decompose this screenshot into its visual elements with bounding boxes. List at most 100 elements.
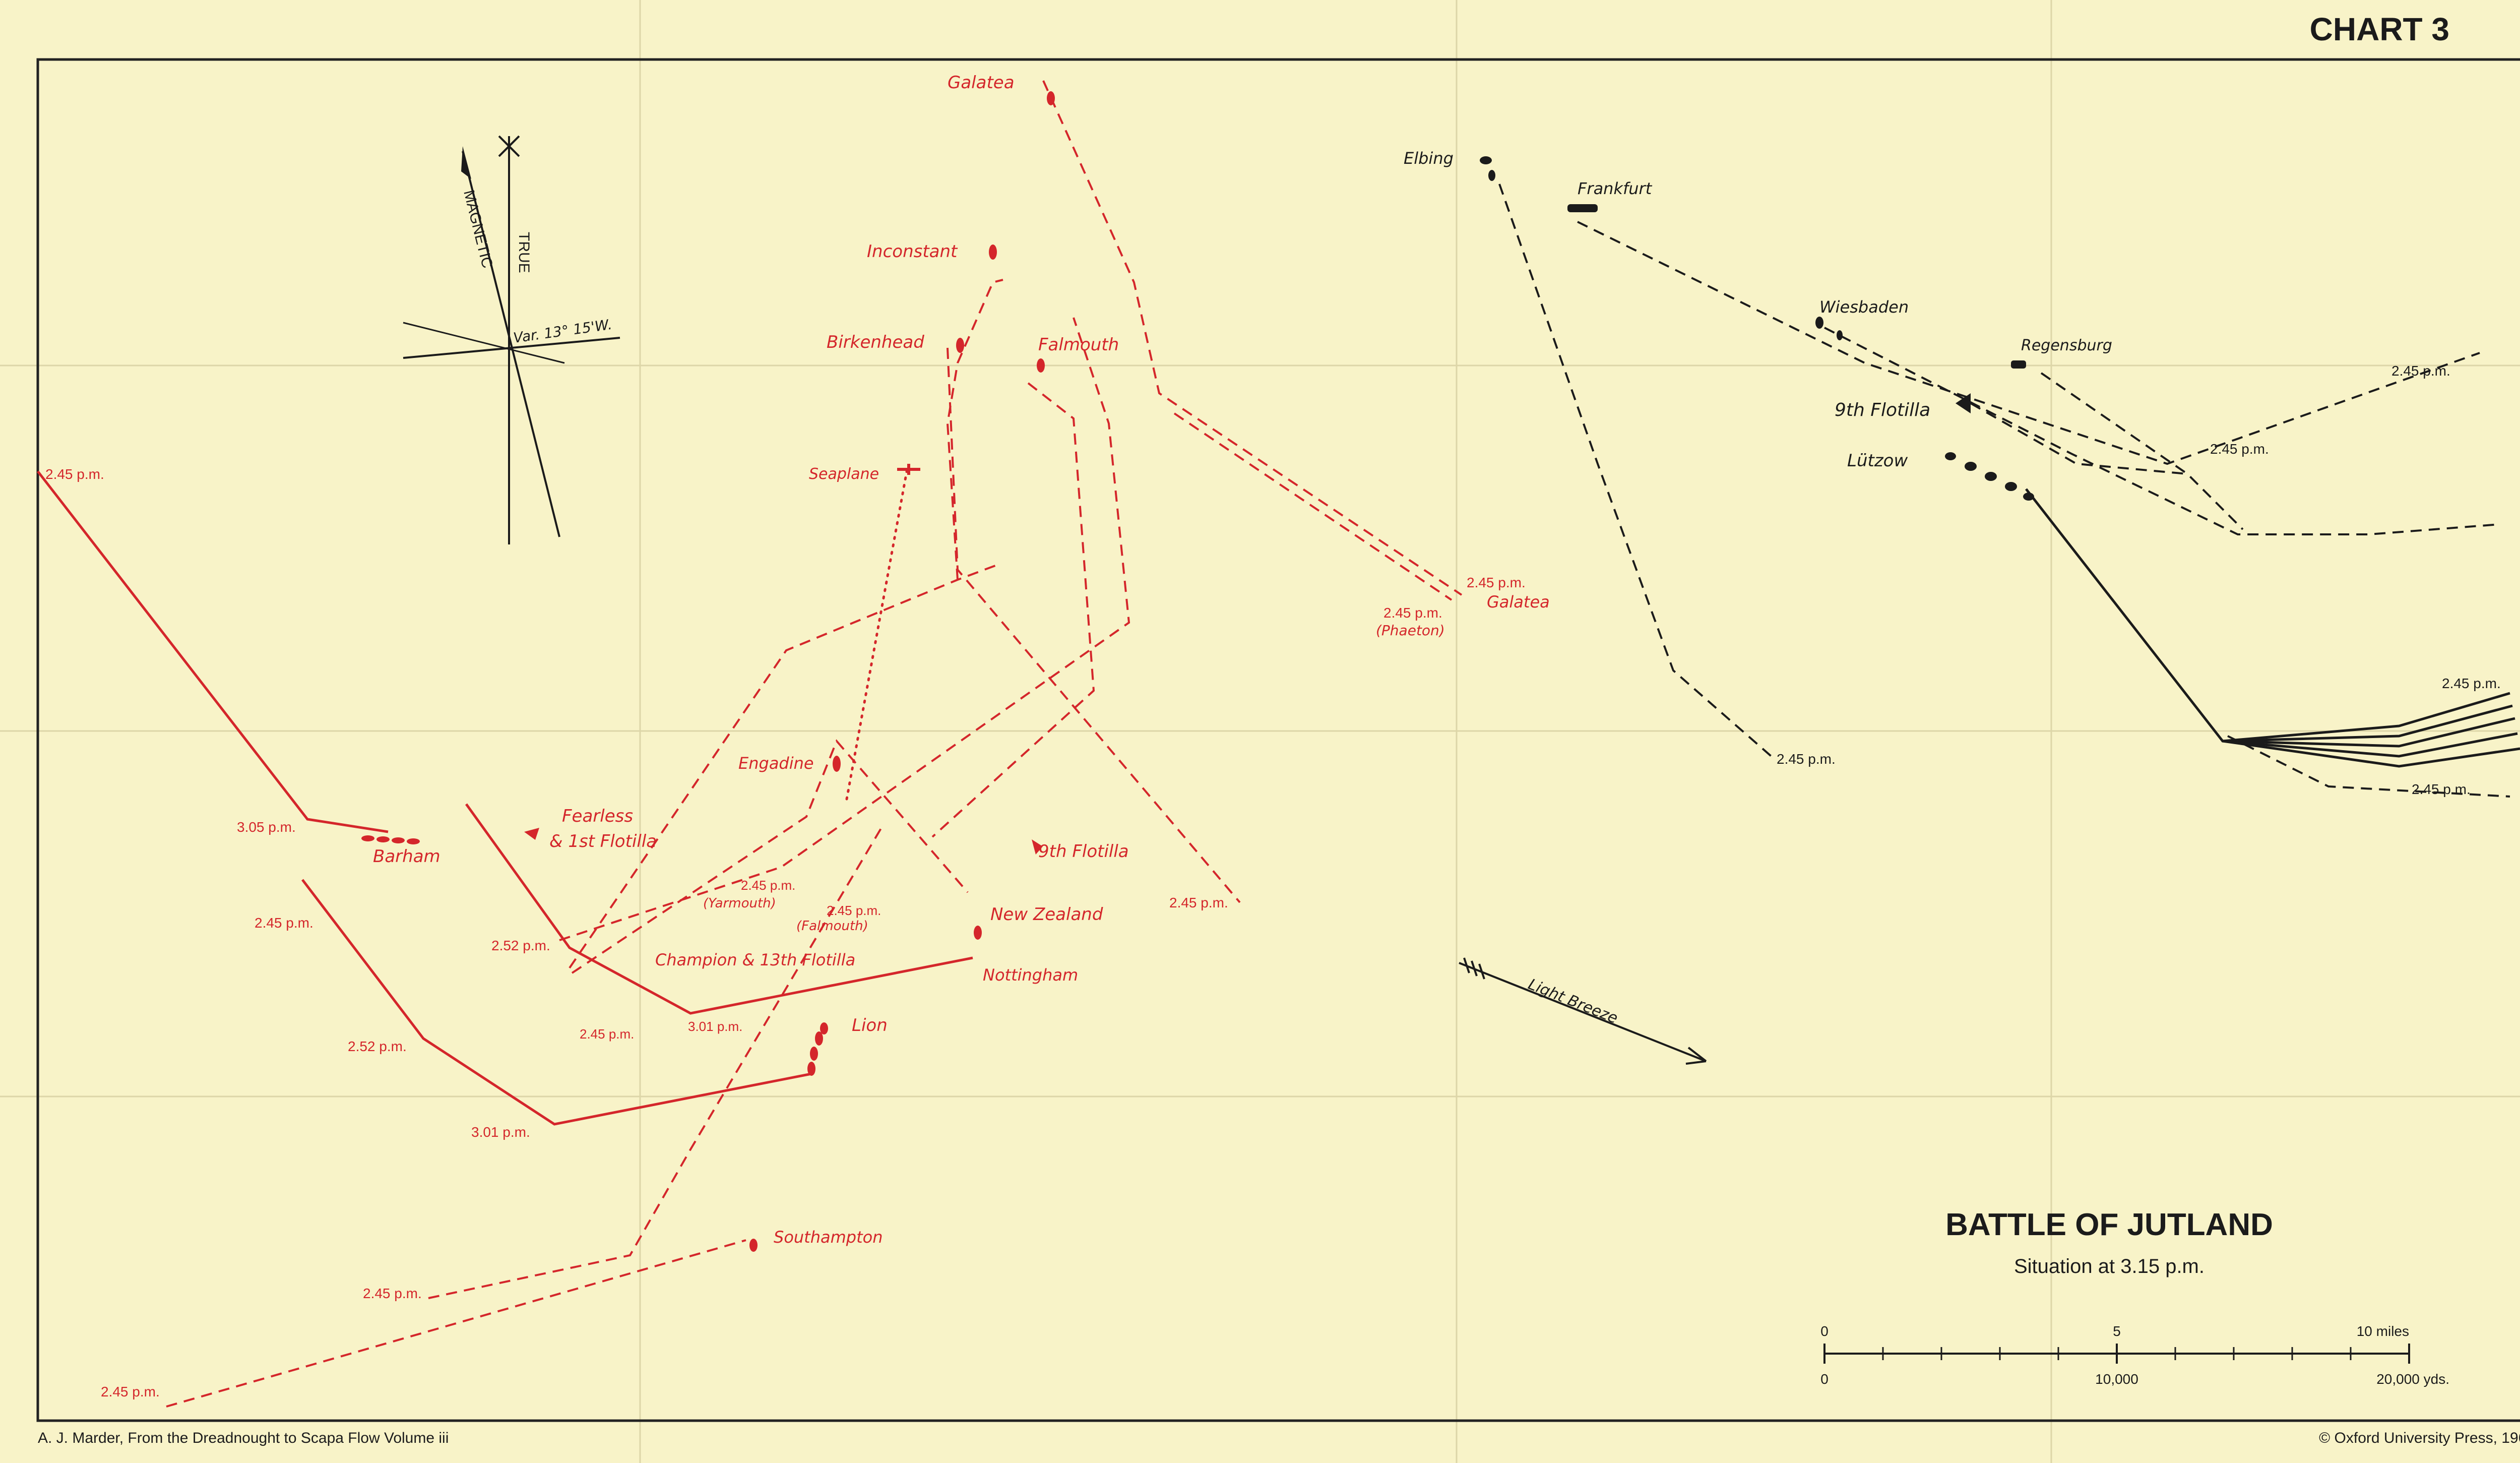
- label-first-flotilla: & 1st Flotilla: [549, 831, 657, 851]
- wind-indicator: Light Breeze: [1459, 957, 1707, 1065]
- elbing-track: [1498, 184, 1775, 760]
- scale-bar: 0 5 10 miles 0 10,000 20,000 yds.: [1820, 1323, 2449, 1387]
- label-nottingham: Nottingham: [983, 965, 1078, 985]
- label-galatea-right: Galatea: [1487, 592, 1550, 612]
- lion-track: [301, 879, 812, 1126]
- true-label: TRUE: [516, 232, 532, 273]
- time-252-a: 2.52 p.m.: [491, 938, 550, 953]
- scale-yds-0: 0: [1820, 1371, 1829, 1387]
- wind-arrowhead-icon: [1685, 1047, 1707, 1065]
- variation-label: Var. 13° 15'W.: [512, 316, 613, 346]
- lutzow-track-4: [2222, 732, 2518, 758]
- label-falmouth-paren: (Falmouth): [796, 919, 868, 934]
- champion-track: [559, 317, 1130, 941]
- scale-miles-10: 10 miles: [2357, 1323, 2409, 1339]
- scale-miles-5: 5: [2113, 1323, 2121, 1339]
- ninth-flotilla-arrow-icon: [1956, 393, 1971, 413]
- new-zealand-ship-icon: [974, 926, 982, 940]
- phaeton-path: [1173, 412, 1453, 601]
- label-lion: Lion: [852, 1015, 888, 1035]
- wiesbaden-ship-icon: [1815, 317, 1843, 340]
- time-german-a: 2.45 p.m.: [2391, 363, 2450, 379]
- map-frame: [36, 58, 2520, 1422]
- elbing-ship-icon: [1480, 156, 1495, 181]
- lutzow-track-5: [2222, 740, 2520, 768]
- galatea-track: [947, 347, 1241, 903]
- scale-miles-0: 0: [1820, 1323, 1829, 1339]
- time-245-south: 2.45 p.m.: [363, 1286, 422, 1301]
- falmouth-ship-icon: [1037, 358, 1045, 373]
- falmouth-track: [931, 382, 1095, 838]
- galatea-ship-icon: [1047, 91, 1055, 105]
- lutzow-track-2: [2222, 704, 2513, 743]
- southampton-ship-icon: [749, 1239, 758, 1252]
- credit-right: © Oxford University Press, 1966: [2319, 1430, 2520, 1446]
- frankfurt-track: [1577, 221, 2480, 465]
- label-ninth-flotilla: 9th Flotilla: [1038, 841, 1129, 862]
- time-245-yarmouth: 2.45 p.m.: [741, 878, 795, 893]
- time-245-mid: 2.45 p.m.: [255, 915, 313, 931]
- southampton-track: [166, 1239, 746, 1408]
- lion-ships-icon: [807, 1022, 828, 1076]
- label-champion: Champion & 13th Flotilla: [655, 950, 855, 969]
- lutzow-track-3: [2222, 717, 2515, 748]
- german-forces: Elbing Frankfurt Wiesbaden Regensburg 9t…: [1404, 149, 2520, 798]
- label-lutzow: Lützow: [1847, 451, 1908, 471]
- label-yarmouth: (Yarmouth): [703, 896, 776, 911]
- regensburg-ship-icon: [2011, 360, 2026, 369]
- seaplane-icon: [897, 464, 920, 475]
- birkenhead-track: [569, 564, 998, 969]
- wind-feather-icon: [1463, 957, 1485, 980]
- magnetic-arrow-icon: [461, 146, 471, 179]
- german-lower-track: [2227, 735, 2510, 798]
- time-245-low: 2.45 p.m.: [580, 1026, 634, 1042]
- fearless-track: [571, 739, 969, 974]
- label-falmouth: Falmouth: [1038, 335, 1119, 355]
- label-wiesbaden: Wiesbaden: [1819, 297, 1909, 317]
- time-245-galatea: 2.45 p.m.: [1467, 575, 1526, 590]
- wind-label: Light Breeze: [1526, 976, 1620, 1027]
- new-zealand-track: [465, 803, 973, 1015]
- label-barham: Barham: [373, 846, 440, 867]
- magnetic-label: MAGNETIC: [460, 189, 495, 270]
- time-245-falmouth: 2.45 p.m.: [827, 903, 881, 918]
- time-german-d: 2.45 p.m.: [2412, 781, 2471, 797]
- lutzow-track-1: [2025, 488, 2510, 743]
- fearless-arrow-icon: [524, 828, 539, 840]
- label-birkenhead: Birkenhead: [827, 332, 924, 352]
- barham-ships-icon: [361, 835, 420, 844]
- compass-rose: TRUE MAGNETIC Var. 13° 15'W.: [403, 135, 620, 544]
- time-301-b: 3.01 p.m.: [471, 1124, 530, 1140]
- ninth-flotilla-arrow-icon: [1032, 839, 1043, 855]
- inconstant-ship-icon: [989, 245, 997, 260]
- time-german-b: 2.45 p.m.: [2210, 441, 2269, 457]
- time-245-bottom: 2.45 p.m.: [101, 1384, 160, 1399]
- time-german-e: 2.45 p.m.: [1777, 751, 1836, 767]
- compass-crossbar: [403, 337, 620, 359]
- barham-track: [37, 470, 389, 833]
- label-inconstant: Inconstant: [867, 241, 958, 262]
- label-engadine: Engadine: [738, 754, 814, 773]
- time-245-phaeton: 2.45 p.m.: [1383, 605, 1442, 621]
- chart-label: CHART 3: [2310, 11, 2449, 47]
- map-title: BATTLE OF JUTLAND: [1945, 1207, 2273, 1242]
- label-southampton: Southampton: [774, 1228, 883, 1247]
- time-305: 3.05 p.m.: [237, 819, 296, 835]
- lutzow-ships-icon: [1945, 452, 2034, 501]
- map-subtitle: Situation at 3.15 p.m.: [2014, 1255, 2204, 1277]
- label-fearless: Fearless: [562, 806, 633, 826]
- label-galatea-top: Galatea: [948, 73, 1015, 93]
- label-phaeton: (Phaeton): [1376, 622, 1445, 639]
- ninth-flotilla-track: [1970, 402, 2188, 475]
- label-elbing: Elbing: [1404, 149, 1454, 168]
- label-new-zealand: New Zealand: [990, 904, 1103, 925]
- time-245-left: 2.45 p.m.: [45, 466, 104, 482]
- regensburg-track: [2040, 372, 2244, 530]
- wiesbaden-track: [1824, 327, 2500, 535]
- time-301-a: 3.01 p.m.: [688, 1019, 742, 1034]
- label-seaplane: Seaplane: [809, 465, 879, 483]
- galatea-path: [1042, 80, 1463, 596]
- time-252-b: 2.52 p.m.: [348, 1039, 407, 1054]
- scale-yds-20000: 20,000 yds.: [2376, 1371, 2449, 1387]
